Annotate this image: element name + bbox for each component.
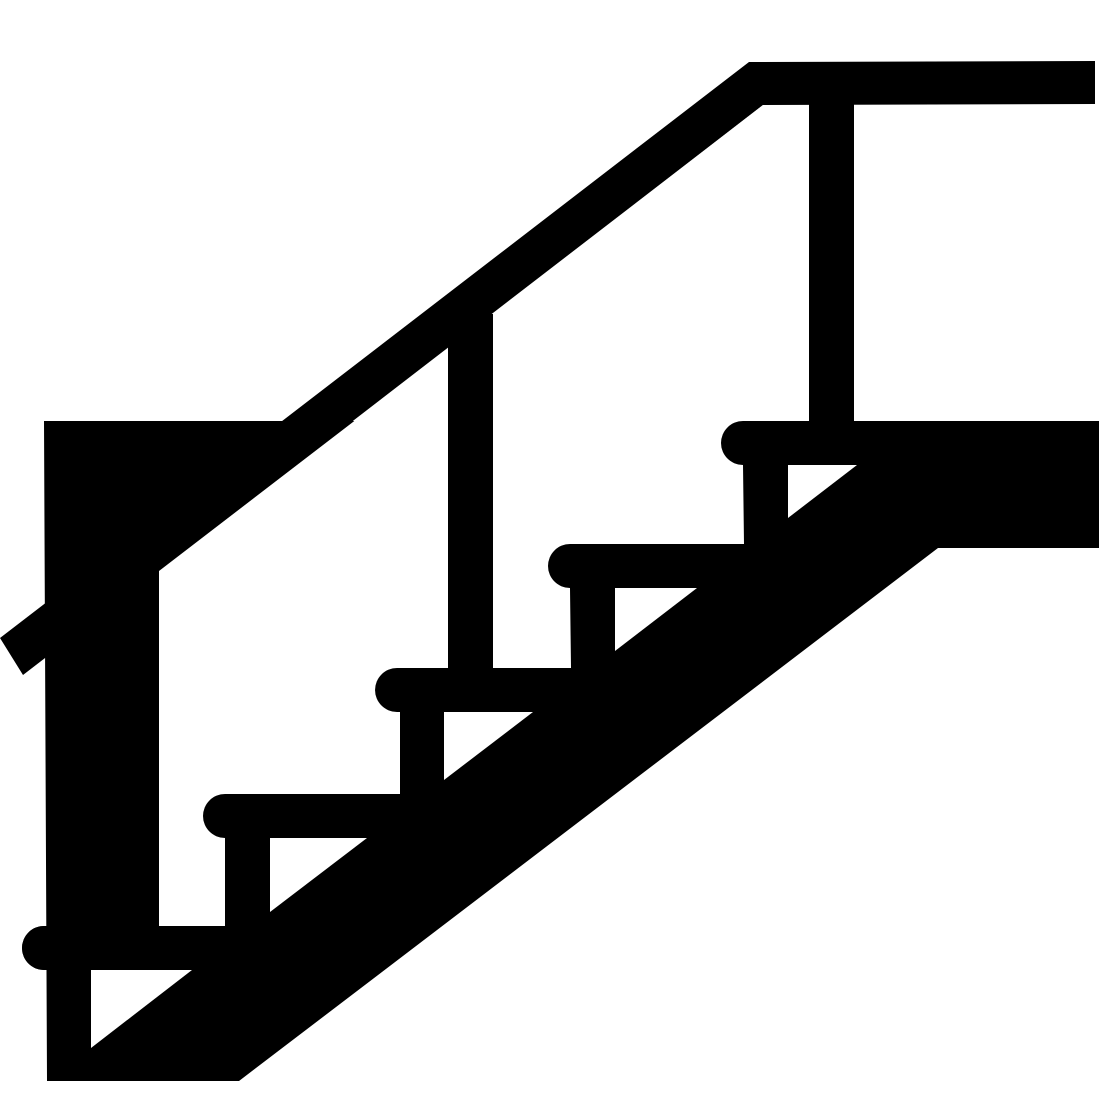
riser-gap (493, 105, 809, 668)
step-opening (444, 712, 533, 780)
baluster-middle-front (448, 349, 493, 670)
riser-post (571, 566, 615, 670)
step-openings (91, 465, 857, 1048)
riser-post (400, 690, 444, 796)
riser-gap (159, 349, 448, 926)
step-opening (615, 588, 697, 651)
step-opening (270, 838, 367, 912)
step-opening (91, 970, 192, 1048)
riser-post (744, 443, 788, 546)
step-tread-front (721, 421, 1099, 465)
baluster-left-front (114, 571, 159, 928)
riser-gaps (159, 105, 809, 926)
riser-post (225, 816, 270, 928)
baluster-right-front (809, 104, 854, 422)
step-opening (788, 465, 857, 518)
riser-post (47, 948, 91, 1081)
